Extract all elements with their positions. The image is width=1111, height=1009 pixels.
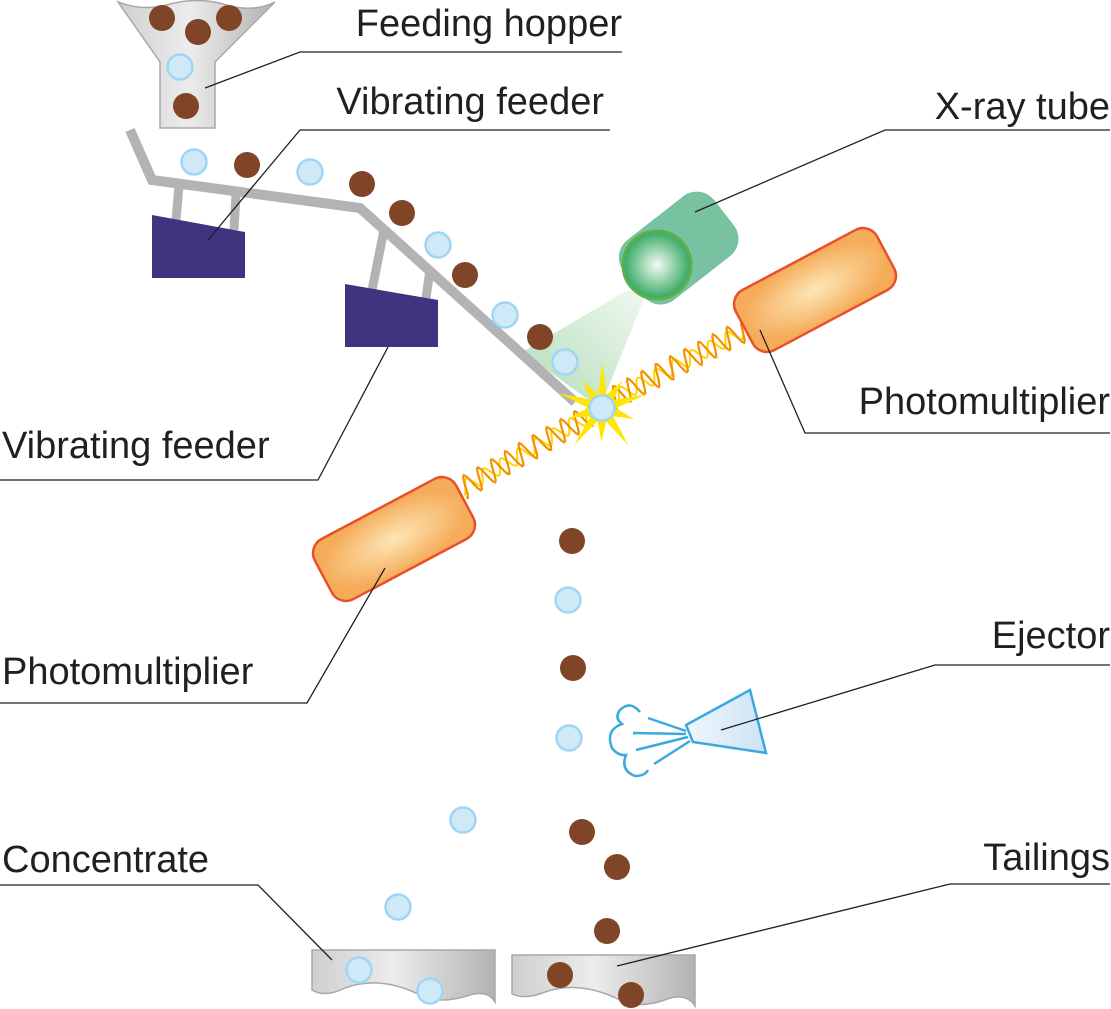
waste-particle xyxy=(166,53,194,81)
ore-particle xyxy=(618,982,644,1008)
waste-particle xyxy=(588,394,616,422)
ore-particle xyxy=(559,528,585,554)
vibrating-chute xyxy=(125,127,579,406)
scintillation-waves xyxy=(462,322,746,500)
label-xray-tube: X-ray tube xyxy=(935,86,1110,128)
ore-particle xyxy=(173,93,199,119)
waste-particle xyxy=(554,586,582,614)
ore-particle xyxy=(594,918,620,944)
waste-particle xyxy=(551,348,579,376)
vibrating-feeder-block-bottom xyxy=(345,284,438,347)
wave-line xyxy=(611,322,746,411)
waste-particle xyxy=(180,148,208,176)
waste-particle xyxy=(345,956,373,984)
ore-particle xyxy=(216,5,242,31)
leader-lines xyxy=(0,51,1110,967)
particles xyxy=(149,5,644,1008)
wave-line xyxy=(462,401,594,500)
label-tailings: Tailings xyxy=(983,837,1110,879)
ore-particle xyxy=(560,655,586,681)
xray-beam xyxy=(522,290,645,408)
waste-particle xyxy=(296,158,324,186)
ore-particle xyxy=(452,262,478,288)
feeding-hopper xyxy=(116,0,276,129)
concentrate-bin xyxy=(311,949,496,1005)
ore-particle xyxy=(527,324,553,350)
waste-particle xyxy=(555,724,583,752)
ore-particle xyxy=(185,19,211,45)
label-photomultiplier-left: Photomultiplier xyxy=(2,651,254,693)
label-feeding-hopper: Feeding hopper xyxy=(356,3,623,45)
ore-particle xyxy=(149,5,175,31)
label-concentrate: Concentrate xyxy=(2,839,209,881)
label-ejector: Ejector xyxy=(992,615,1111,657)
ore-particle xyxy=(234,152,260,178)
label-photomultiplier-right: Photomultiplier xyxy=(859,381,1111,423)
label-vibrating-feeder-top: Vibrating feeder xyxy=(336,81,604,123)
ore-particle xyxy=(389,200,415,226)
waste-particle xyxy=(384,893,412,921)
xray-tube xyxy=(618,191,739,305)
ejector xyxy=(608,688,768,778)
waste-particle xyxy=(449,806,477,834)
label-vibrating-feeder-bottom: Vibrating feeder xyxy=(2,425,270,467)
ore-particle xyxy=(547,962,573,988)
waste-particle xyxy=(416,977,444,1005)
ore-particle xyxy=(349,171,375,197)
photomultiplier-left xyxy=(311,475,477,603)
vibrating-feeder-block-top xyxy=(152,215,245,278)
waste-particle xyxy=(491,301,519,329)
photomultiplier-right xyxy=(732,226,898,354)
tailings-bin xyxy=(511,954,696,1009)
ore-particle xyxy=(569,819,595,845)
ore-particle xyxy=(604,854,630,880)
waste-particle xyxy=(424,231,452,259)
feeder-supports xyxy=(171,185,435,299)
